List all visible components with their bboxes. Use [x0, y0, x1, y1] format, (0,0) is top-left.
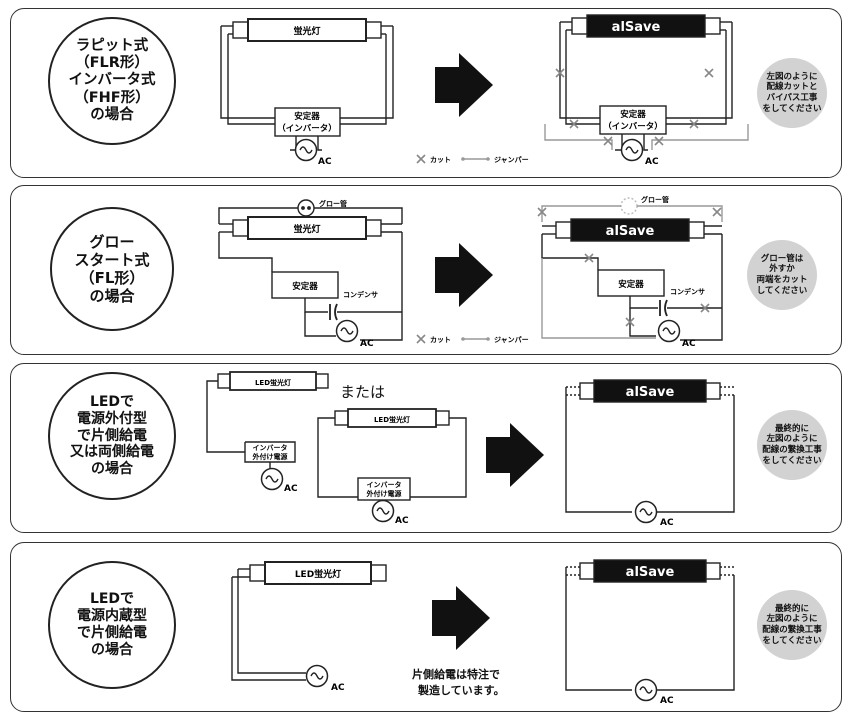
legend-cut-label: カット — [430, 156, 451, 164]
cut-mark-icon — [704, 68, 714, 78]
p3b-inverter-label: インバータ — [367, 480, 402, 489]
or-text: または — [340, 383, 386, 401]
panel-1-title: ラピット式 （FLR形） インバータ式 （FHF形） の場合 — [48, 17, 176, 145]
panel-4-title: LEDで 電源内蔵型 で片側給電 の場合 — [48, 561, 176, 689]
p1-ac-source-icon — [294, 138, 318, 162]
panel-3-title: LEDで 電源外付型 で片側給電 又は両側給電 の場合 — [48, 372, 176, 500]
p3a-ac-label: AC — [284, 484, 298, 494]
legend-cut-icon — [416, 334, 426, 344]
legend-cut-label: カット — [430, 336, 451, 344]
panel-3-note: 最終的に 左図のように 配線の繋換工事 をしてください — [757, 410, 827, 480]
p3b-tube-label: LED蛍光灯 — [374, 415, 410, 424]
panel-1-converted-diagram — [544, 14, 749, 151]
p3a-power-label: 外付け電源 — [253, 452, 288, 461]
p4-alsave-label: alSave — [626, 565, 675, 580]
p2-ac-source-icon — [335, 319, 359, 343]
p3-arrow-icon — [486, 423, 544, 487]
p3r-ac-label: AC — [660, 518, 674, 528]
p1-alsave-label: alSave — [612, 20, 661, 35]
p3a-inverter-label: インバータ — [253, 443, 288, 452]
panel-2-title: グロー スタート式 （FL形） の場合 — [50, 207, 174, 331]
panel-3-original-diagram-a — [206, 371, 329, 474]
p2-tube-label: 蛍光灯 — [293, 223, 320, 235]
p2r-ac-label: AC — [682, 339, 696, 349]
p3a-tube-label: LED蛍光灯 — [255, 378, 291, 387]
panel-3-original-diagram-b — [317, 408, 467, 508]
p3b-ac-source-icon — [371, 499, 395, 523]
p2-condenser-label: コンデンサ — [343, 290, 378, 299]
p2-arrow-icon — [435, 243, 493, 307]
p1r-ac-label: AC — [645, 157, 659, 167]
p4-ac-label: AC — [331, 683, 345, 693]
p2-ac-label: AC — [360, 339, 374, 349]
legend-jumper-icon — [461, 337, 490, 341]
legend-jumper-icon — [461, 157, 490, 161]
panel-3-converted-diagram — [565, 379, 735, 513]
p2-alsave-label: alSave — [606, 224, 655, 239]
cut-mark-icon — [603, 136, 613, 146]
p1r-ac-source-icon — [620, 138, 644, 162]
panel-4-original-diagram — [231, 561, 387, 681]
panel-2-original-diagram — [218, 199, 403, 341]
legend-jumper-label: ジャンパー — [494, 335, 529, 344]
p4-ac-source-icon — [305, 664, 329, 688]
cut-mark-icon — [654, 136, 664, 146]
p1-arrow-icon — [435, 53, 493, 117]
p3r-ac-source-icon — [634, 500, 658, 524]
p1r-ballast-label: 安定器 — [620, 109, 646, 120]
p2-ballast-label: 安定器 — [292, 281, 318, 292]
p2r-ac-source-icon — [657, 319, 681, 343]
p2r-ballast-label: 安定器 — [618, 279, 644, 290]
p2r-glow-label: グロー管 — [641, 195, 669, 204]
legend-cut-icon — [416, 154, 426, 164]
p2r-condenser-label: コンデンサ — [670, 287, 705, 296]
panel-4-converted-diagram — [565, 559, 735, 691]
p4-arrow-icon — [432, 586, 490, 650]
p1-ballast-label: 安定器 — [294, 111, 320, 122]
p3b-power-label: 外付け電源 — [367, 489, 402, 498]
p3a-ac-source-icon — [260, 467, 284, 491]
panel-4-note: 最終的に 左図のように 配線の繋換工事 をしてください — [757, 590, 827, 660]
p3b-ac-label: AC — [395, 516, 409, 526]
p2-glow-label: グロー管 — [319, 199, 347, 208]
p4r-ac-source-icon — [634, 678, 658, 702]
panel-2-note: グロー管は 外すか 両端をカット してください — [747, 240, 817, 310]
panel-1-note: 左図のように 配線カットと バイパス工事 をしてください — [757, 58, 827, 128]
panel-2-converted-diagram — [541, 197, 723, 341]
panel-1-original-diagram — [220, 18, 394, 151]
footnote-line-1: 片側給電は特注で — [412, 668, 500, 681]
p1r-inverter-label: （インバータ） — [603, 121, 663, 132]
p1-inverter-label: （インバータ） — [277, 123, 337, 134]
p4-tube-label: LED蛍光灯 — [295, 568, 341, 580]
legend-jumper-label: ジャンパー — [494, 155, 529, 164]
p3-alsave-label: alSave — [626, 385, 675, 400]
p1-ac-label: AC — [318, 157, 332, 167]
footnote-line-2: 製造しています。 — [418, 684, 505, 697]
p1-tube-label: 蛍光灯 — [293, 25, 320, 37]
p4r-ac-label: AC — [660, 696, 674, 706]
cut-mark-icon — [712, 207, 722, 217]
